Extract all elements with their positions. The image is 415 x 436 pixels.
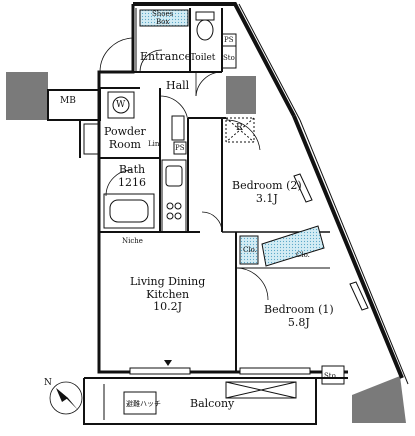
compass-icon (49, 381, 83, 415)
door-swings (99, 37, 269, 301)
storage-fills (139, 9, 345, 385)
washer-and-sink (83, 91, 135, 155)
closet-fill (239, 235, 259, 265)
washer-label: W (116, 100, 126, 110)
compass-label: N (44, 378, 52, 388)
closet-fill-2 (261, 225, 325, 267)
balcony-label: Balcony (190, 397, 235, 410)
column (226, 76, 256, 114)
emergency-hatch-label: 避難ハッチ (126, 400, 161, 408)
ps-top-label: PS (224, 36, 234, 44)
sto-bottom-label: Sto. (324, 372, 338, 380)
ps-mid-label: PS (175, 144, 185, 152)
structural-columns (6, 72, 406, 423)
ldk-label: Living Dining Kitchen 10.2J (130, 275, 206, 314)
toilet-label: Toilet (190, 53, 216, 63)
bath-label: Bath 1216 (118, 163, 146, 189)
r-label: R (236, 123, 243, 133)
column (6, 72, 48, 120)
shoes-box-label-line1: Shoes (152, 10, 174, 18)
shoes-box-fill (139, 9, 189, 27)
ldk-label-line1: Living Dining (130, 275, 206, 288)
powder-room-label-line2: Room (108, 137, 141, 151)
shoes-box-label-line2: Box (155, 18, 170, 27)
entrance-marker (164, 360, 172, 366)
closet-2-label: Clo. (296, 251, 310, 259)
closet-1-label: Clo. (243, 246, 257, 254)
toilet-fixture (195, 11, 215, 41)
bathtub (103, 193, 155, 229)
bath-label-line2: 1216 (118, 175, 146, 189)
mb-label: MB (60, 96, 76, 106)
kitchen-counter (161, 159, 187, 233)
niche-label: Niche (122, 237, 143, 245)
storage-fill (321, 365, 345, 385)
bedroom1-label-line1: Bedroom (1) (264, 303, 334, 316)
ldk-label-line3: 10.2J (153, 300, 183, 314)
bedroom1-label-line2: 5.8J (287, 315, 310, 329)
sto-top-label: Sto. (223, 54, 237, 62)
bedroom2-label: Bedroom (2) 3.1J (232, 179, 302, 205)
bedroom2-label-line2: 3.1J (255, 191, 278, 205)
powder-room-label: Powder Room (104, 125, 146, 151)
linen-label: Lin. (148, 140, 162, 148)
entrance-label: Entrance (140, 50, 192, 63)
bath-label-line1: Bath (118, 163, 146, 176)
balcony-structure (83, 377, 348, 425)
bedroom1-label: Bedroom (1) 5.8J (264, 303, 334, 329)
column (352, 376, 406, 423)
powder-room-label-line1: Powder (104, 125, 146, 138)
windows (129, 173, 369, 375)
shoes-box-label: Shoes Box (152, 10, 173, 26)
utility-boxes (171, 33, 255, 155)
bedroom2-label-line1: Bedroom (2) (232, 179, 302, 192)
ldk-label-line2: Kitchen (146, 287, 190, 301)
hall-label: Hall (166, 79, 190, 92)
